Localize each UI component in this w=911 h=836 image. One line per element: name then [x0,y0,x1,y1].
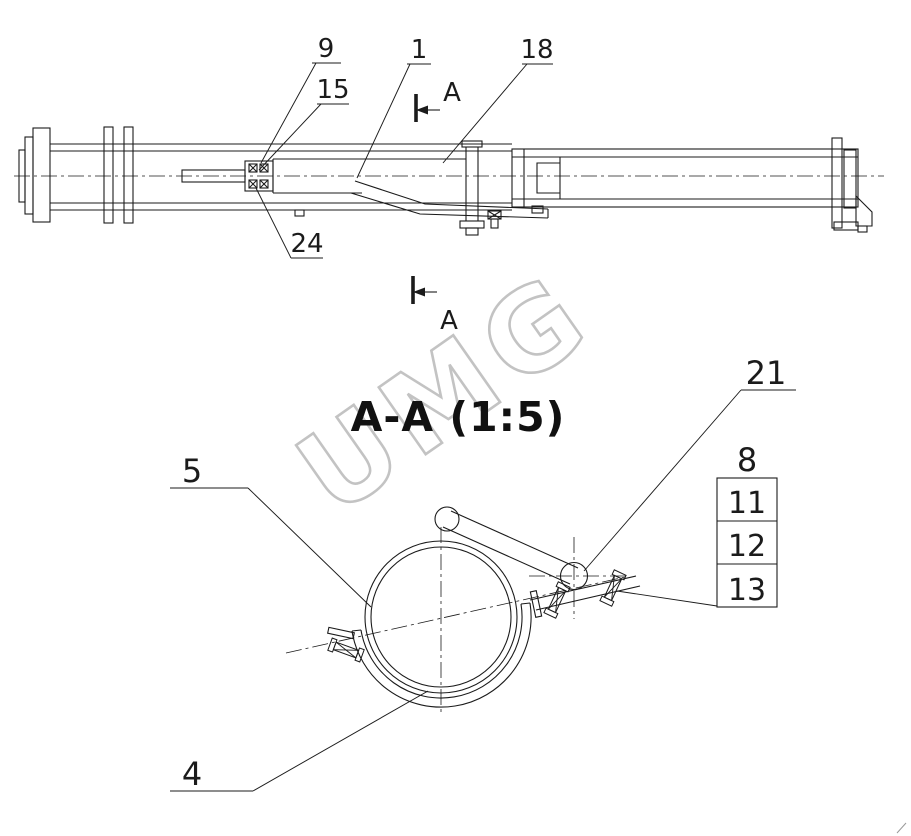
stack-label-12: 12 [728,529,766,564]
section-arrow-bottom [413,287,425,297]
top-view [14,126,884,236]
callout-label-1: 1 [411,35,428,65]
pipe-inner [370,546,512,688]
seal-packs [248,163,269,189]
callout-9: 9 [260,34,341,164]
frame-rails [50,143,512,211]
clamp-band [327,569,641,708]
bracket-bolt [599,569,627,607]
callout-label-15: 15 [316,75,349,105]
callout-label-4: 4 [182,755,202,793]
link-rod [434,506,627,619]
callout-label-18: 18 [520,35,553,65]
clamp-bracket [459,140,485,236]
band-left-flange [327,626,355,640]
callout-4: 4 [170,690,429,793]
callout-label-8: 8 [737,441,757,479]
band-bolt-left [327,637,365,663]
callout-18: 18 [442,35,554,164]
section-callouts: 5 21 4 8 11 12 13 [170,354,796,793]
section-arrow-top [416,105,428,115]
section-title: A-A (1:5) [351,393,566,441]
slanted-centerline [285,576,626,654]
cylinder-assembly [181,158,466,194]
stack-label-13: 13 [728,573,766,608]
left-mount-bracket [18,127,51,223]
callout-21: 21 [583,354,796,572]
section-view [285,506,641,712]
right-end-bracket [831,137,873,233]
box-member [511,148,859,208]
bent-strap [350,180,549,219]
section-cut-bottom: A [411,276,458,336]
callout-15: 15 [258,75,350,171]
callout-8-stack: 8 11 12 13 [616,441,778,608]
pipe-outer [364,540,518,694]
stack-table-box [716,477,778,608]
top-view-callouts: 9 15 1 18 24 [255,34,554,259]
cross-posts [103,126,134,224]
corner-mark [896,822,907,834]
callout-label-9: 9 [318,34,335,64]
callout-label-24: 24 [290,229,323,259]
fasteners-detail [294,205,544,229]
callout-5: 5 [170,452,372,608]
callout-24: 24 [255,187,324,259]
section-cut-top: A [414,78,461,122]
section-letter-top: A [443,78,461,108]
stack-label-11: 11 [728,486,766,521]
callout-label-5: 5 [182,452,202,490]
band-right-flange [529,590,543,618]
section-letter-bottom: A [440,306,458,336]
callout-label-21: 21 [746,354,787,392]
callout-1: 1 [356,35,431,179]
